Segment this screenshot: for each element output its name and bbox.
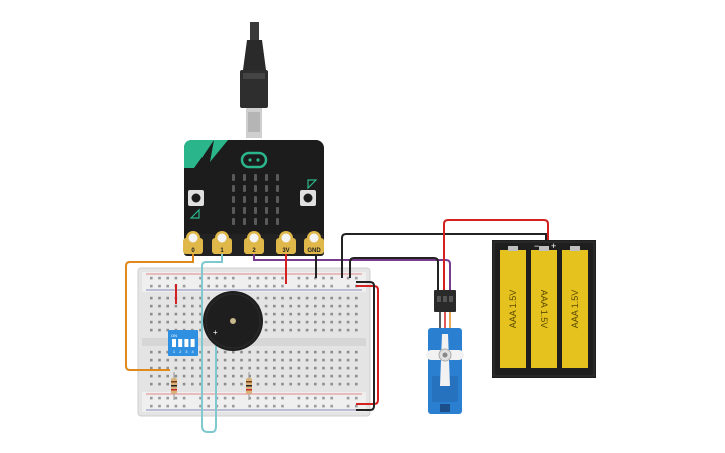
wire-cyan <box>201 254 223 433</box>
battery-cell: AAA 1.5V <box>562 246 588 368</box>
button-a[interactable] <box>188 190 204 206</box>
wire-black-rail <box>356 281 375 411</box>
wire-black-battery <box>341 233 547 278</box>
dip-toggle-1[interactable] <box>172 339 176 347</box>
battery-cell: AAA 1.5V <box>531 246 557 368</box>
piezo-buzzer: + <box>203 291 263 351</box>
dip-toggle-2[interactable] <box>178 339 183 347</box>
dip-toggle-4[interactable] <box>190 339 195 347</box>
pin-2[interactable]: 2 <box>244 231 264 254</box>
wire-red-battery <box>443 219 549 292</box>
wire-red-rail <box>356 285 379 405</box>
led-matrix <box>232 174 279 225</box>
breadboard-holes <box>150 276 358 408</box>
dip-toggle-3[interactable] <box>184 339 189 347</box>
dip-number-label: 1 <box>173 349 176 354</box>
button-b-marker-icon <box>307 179 318 190</box>
battery-cells: AAA 1.5V AAA 1.5V AAA 1.5V <box>500 246 588 368</box>
wire-purple <box>253 254 451 292</box>
wire-black-servo <box>349 257 439 292</box>
button-b[interactable] <box>300 190 316 206</box>
pin-3v[interactable]: 3V <box>276 231 296 254</box>
dip-switch-on-label: ON <box>171 333 177 338</box>
pin-gnd[interactable]: GND <box>304 231 324 254</box>
microbit-logo <box>240 151 268 169</box>
resistor-left <box>171 372 177 400</box>
microbit: 0 1 2 3V GND <box>183 140 324 256</box>
buzzer-plus-label: + <box>213 328 218 337</box>
dip-number-label: 4 <box>191 349 194 354</box>
battery-cell-label: AAA 1.5V <box>508 290 518 329</box>
pin-label: 3V <box>282 248 289 254</box>
pin-0[interactable]: 0 <box>183 231 203 254</box>
pin-label: 0 <box>191 248 195 254</box>
resistor-right <box>246 372 252 400</box>
dip-number-label: 2 <box>179 349 182 354</box>
usb-cable <box>240 22 268 138</box>
dip-number-label: 3 <box>185 349 188 354</box>
pin-label: 2 <box>252 248 256 254</box>
pin-1[interactable]: 1 <box>212 231 232 254</box>
wires <box>125 219 549 433</box>
button-a-marker-icon <box>189 208 200 219</box>
pin-label: 1 <box>220 248 224 254</box>
battery-plus-label: + <box>551 241 556 251</box>
battery-cell-label: AAA 1.5V <box>570 290 580 329</box>
battery-cell: AAA 1.5V <box>500 246 526 368</box>
wire-orange <box>125 254 194 371</box>
servo-motor <box>426 290 464 414</box>
edge-connector-pins: 0 1 2 3V GND <box>183 231 324 254</box>
battery-pack: − + AAA 1.5V AAA 1.5V AAA 1.5V <box>492 240 596 378</box>
battery-cell-label: AAA 1.5V <box>539 290 549 329</box>
pin-label: GND <box>307 248 321 254</box>
battery-minus-label: − <box>534 241 539 251</box>
